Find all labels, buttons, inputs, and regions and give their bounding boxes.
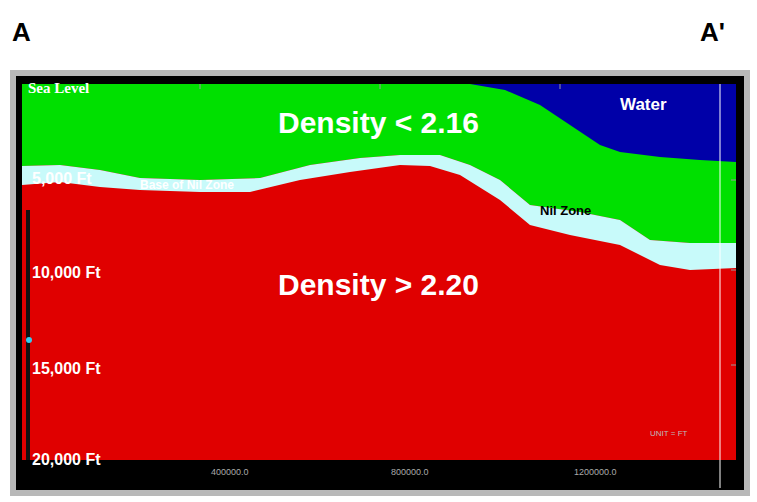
high-density-zone (22, 84, 736, 460)
horizon-label: Base of Nil Zone (140, 179, 234, 192)
axis-tick-label: 1200000.0 (574, 468, 617, 478)
frame-shadow (10, 70, 750, 496)
datum-label: Sea Level (28, 80, 89, 97)
section-end-label: A' (700, 18, 725, 47)
zone-label: Density > 2.20 (278, 268, 479, 301)
depth-label: 15,000 Ft (32, 360, 100, 378)
frame-ticks (200, 84, 736, 365)
depth-label: 10,000 Ft (32, 264, 100, 282)
frame (16, 76, 744, 490)
nil-zone (22, 155, 736, 270)
axis-tick-label: 400000.0 (211, 468, 249, 478)
unit-note: UNIT = FT (650, 430, 687, 439)
depth-marker (26, 337, 32, 343)
zone-label: Density < 2.16 (278, 106, 479, 139)
zone-label: Water (620, 96, 667, 115)
axis-tick-label: 800000.0 (391, 468, 429, 478)
zone-label: Nil Zone (540, 204, 591, 218)
depth-bar (26, 210, 30, 460)
section-end-label: A (12, 18, 31, 47)
water-body (470, 84, 736, 162)
depth-label: 20,000 Ft (32, 451, 100, 469)
frame-edge-line (720, 84, 721, 488)
depth-label: 5,000 Ft (32, 170, 92, 188)
